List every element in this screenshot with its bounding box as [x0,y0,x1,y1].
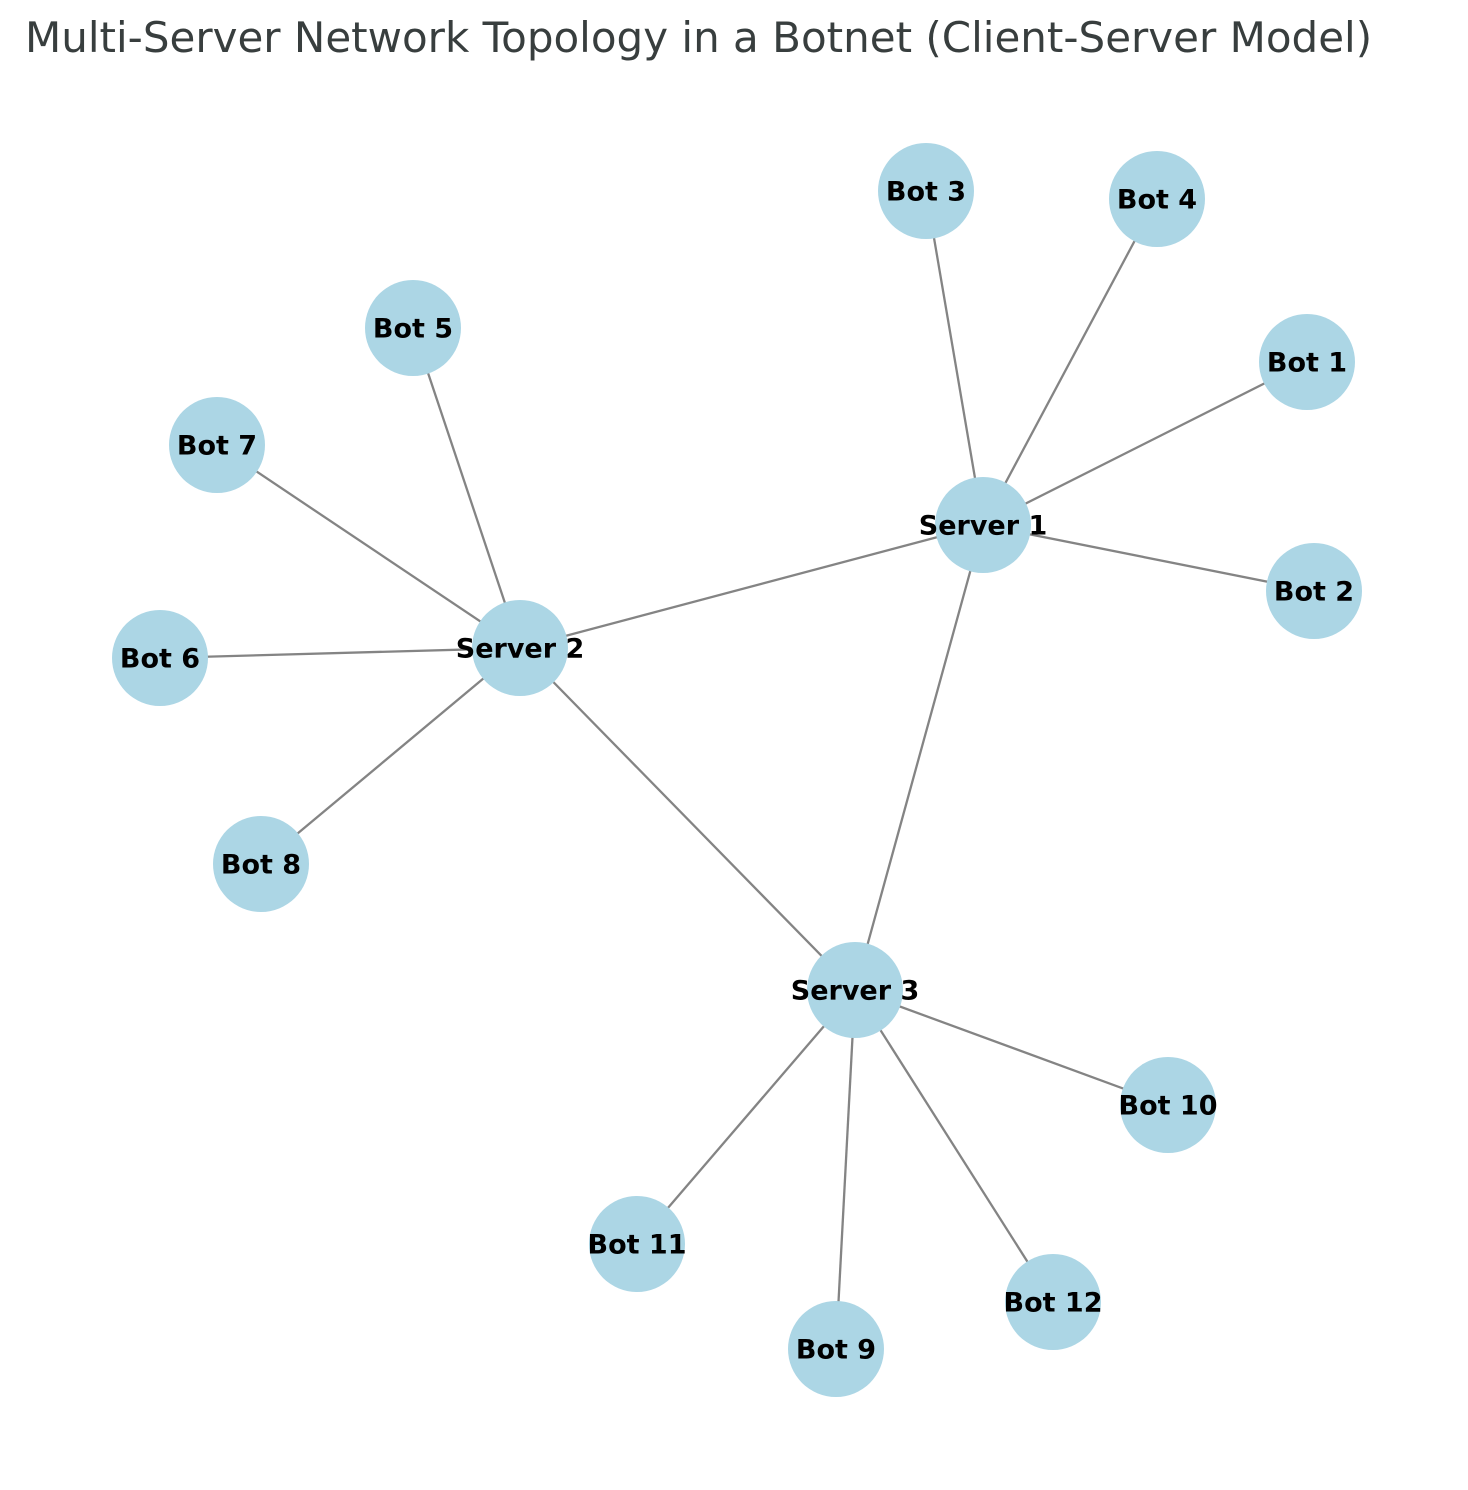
edge-server2-bot7 [216,444,521,649]
node-bot10 [1120,1057,1216,1153]
edge-server3-bot12 [854,989,1054,1303]
node-server1 [935,477,1031,573]
node-server3 [807,942,903,1038]
figure-title: Multi-Server Network Topology in a Botne… [25,13,1373,62]
node-bot2 [1266,543,1362,639]
node-bot7 [169,397,265,493]
node-label-bot2: Bot 2 [1274,576,1354,607]
node-label-bot8: Bot 8 [221,849,301,880]
edge-server1-bot3 [924,190,985,526]
edge-server2-bot6 [159,646,521,660]
edge-server3-bot9 [834,989,857,1350]
edge-server2-bot8 [260,647,521,865]
node-bot8 [213,816,309,912]
edge-server1-server2 [519,523,984,650]
edge-server3-bot11 [636,989,856,1245]
node-bot5 [365,280,461,376]
node-server2 [472,600,568,696]
edge-server1-bot1 [982,360,1308,527]
labels-layer: Server 1 Server 2 Server 3 Bot 1 Bot 2 Bot 3 B… [120,176,1354,1365]
node-bot11 [589,1196,685,1292]
node-label-server3: Server 3 [791,975,920,1006]
node-label-bot5: Bot 5 [373,313,453,344]
node-label-bot11: Bot 11 [587,1229,686,1260]
node-bot4 [1109,151,1205,247]
node-bot9 [788,1301,884,1397]
node-label-bot1: Bot 1 [1267,347,1347,378]
node-bot6 [112,610,208,706]
edges-layer [159,190,1315,1350]
nodes-layer [112,143,1362,1397]
node-bot1 [1259,314,1355,410]
node-label-bot9: Bot 9 [796,1334,876,1365]
edge-server1-bot4 [981,198,1159,526]
edge-server2-bot5 [411,327,522,649]
node-label-bot12: Bot 12 [1003,1287,1102,1318]
edge-server1-server3 [853,524,985,991]
edge-server2-server3 [519,647,856,991]
node-label-bot10: Bot 10 [1118,1090,1217,1121]
node-label-bot3: Bot 3 [886,176,966,207]
edge-server1-bot2 [982,523,1315,593]
node-label-server2: Server 2 [456,633,585,664]
node-label-bot4: Bot 4 [1117,184,1197,215]
node-bot3 [878,143,974,239]
node-bot12 [1005,1254,1101,1350]
node-label-bot6: Bot 6 [120,643,200,674]
node-label-bot7: Bot 7 [177,430,257,461]
node-label-server1: Server 1 [919,510,1048,541]
edge-server3-bot10 [854,988,1169,1107]
